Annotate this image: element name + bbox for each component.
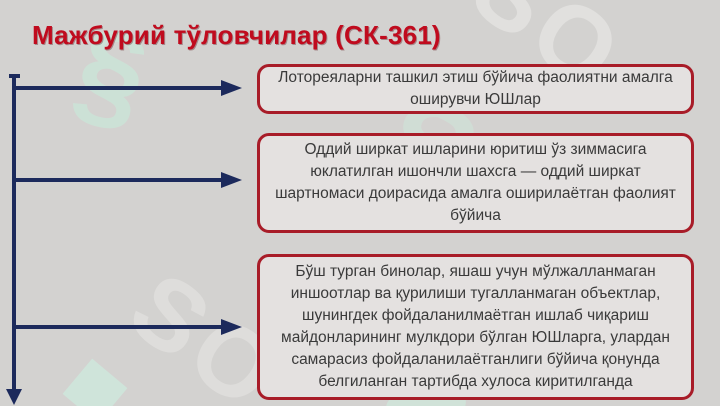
- info-box-partnership-text: Оддий ширкат ишларини юритиш ўз зиммасиг…: [275, 141, 676, 224]
- slide-title: Мажбурий тўловчилар (СК-361): [32, 20, 441, 50]
- arrow-down-icon: [6, 389, 22, 405]
- info-box-vacant-buildings-text: Бўш турган бинолар, яшаш учун мўлжалланм…: [281, 263, 670, 390]
- arrow-right-icon: [221, 319, 242, 335]
- arrow-right-icon: [221, 172, 242, 188]
- info-box-lottery: Лотореяларни ташкил этиш бўйича фаолиятн…: [257, 64, 694, 114]
- info-box-lottery-text: Лотореяларни ташкил этиш бўйича фаолиятн…: [278, 69, 673, 108]
- info-box-vacant-buildings: Бўш турган бинолар, яшаш учун мўлжалланм…: [257, 254, 694, 400]
- watermark-diamond-shape: [62, 358, 128, 406]
- arrow-right-icon: [221, 80, 242, 96]
- info-box-partnership: Оддий ширкат ишларини юритиш ўз зиммасиг…: [257, 133, 694, 233]
